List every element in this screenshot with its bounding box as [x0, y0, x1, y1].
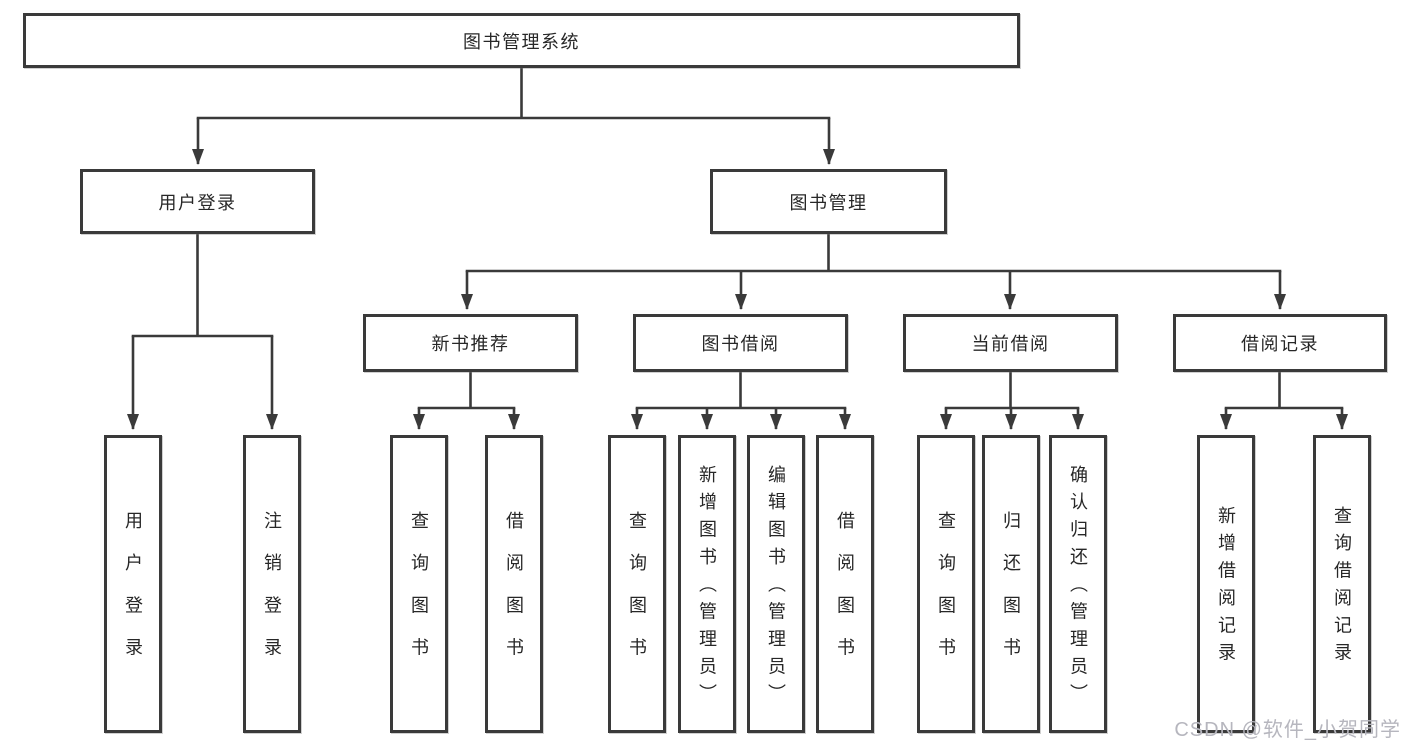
leaf-query-books-recommend-label: 查询图书: [409, 511, 429, 681]
node-book-borrowing: 图书借阅: [633, 314, 848, 372]
node-book-management-label: 图书管理: [789, 192, 868, 213]
leaf-logout-label: 注销登录: [262, 511, 282, 681]
leaf-confirm-return-admin-label: 确认归还（管理员）: [1068, 465, 1088, 712]
node-new-book-recommend-label: 新书推荐: [431, 334, 510, 354]
leaf-edit-book-admin-label: 编辑图书（管理员）: [766, 465, 786, 712]
node-root-label: 图书管理系统: [463, 31, 580, 52]
leaf-borrow-books-recommend: 借阅图书: [485, 435, 543, 733]
leaf-query-books-current-label: 查询图书: [936, 511, 956, 681]
leaf-logout: 注销登录: [243, 435, 301, 733]
node-borrowing-records-label: 借阅记录: [1241, 334, 1319, 354]
leaf-return-books: 归还图书: [982, 435, 1040, 733]
node-root-system: 图书管理系统: [23, 13, 1020, 68]
leaf-query-books-borrow-label: 查询图书: [627, 511, 647, 681]
leaf-add-borrow-record-label: 新增借阅记录: [1216, 506, 1236, 671]
leaf-add-book-admin-label: 新增图书（管理员）: [697, 465, 717, 712]
leaf-add-borrow-record: 新增借阅记录: [1197, 435, 1255, 733]
node-user-login: 用户登录: [80, 169, 315, 234]
csdn-watermark: CSDN @软件_小贺同学: [1174, 719, 1401, 741]
leaf-edit-book-admin: 编辑图书（管理员）: [747, 435, 805, 733]
leaf-query-books-borrow: 查询图书: [608, 435, 666, 733]
node-book-borrowing-label: 图书借阅: [701, 334, 780, 354]
node-borrowing-records: 借阅记录: [1173, 314, 1387, 372]
node-current-borrowing-label: 当前借阅: [971, 334, 1050, 354]
node-user-login-label: 用户登录: [158, 192, 237, 213]
leaf-query-books-current: 查询图书: [917, 435, 975, 733]
leaf-return-books-label: 归还图书: [1001, 511, 1021, 681]
leaf-user-login-label: 用户登录: [123, 511, 143, 681]
leaf-user-login: 用户登录: [104, 435, 162, 733]
leaf-add-book-admin: 新增图书（管理员）: [678, 435, 736, 733]
leaf-query-books-recommend: 查询图书: [390, 435, 448, 733]
leaf-query-borrow-record-label: 查询借阅记录: [1332, 506, 1352, 671]
leaf-borrow-books-label: 借阅图书: [835, 511, 855, 681]
leaf-borrow-books-recommend-label: 借阅图书: [504, 511, 524, 681]
node-current-borrowing: 当前借阅: [903, 314, 1118, 372]
node-book-management: 图书管理: [710, 169, 947, 234]
leaf-borrow-books: 借阅图书: [816, 435, 874, 733]
leaf-query-borrow-record: 查询借阅记录: [1313, 435, 1371, 733]
leaf-confirm-return-admin: 确认归还（管理员）: [1049, 435, 1107, 733]
node-new-book-recommend: 新书推荐: [363, 314, 578, 372]
